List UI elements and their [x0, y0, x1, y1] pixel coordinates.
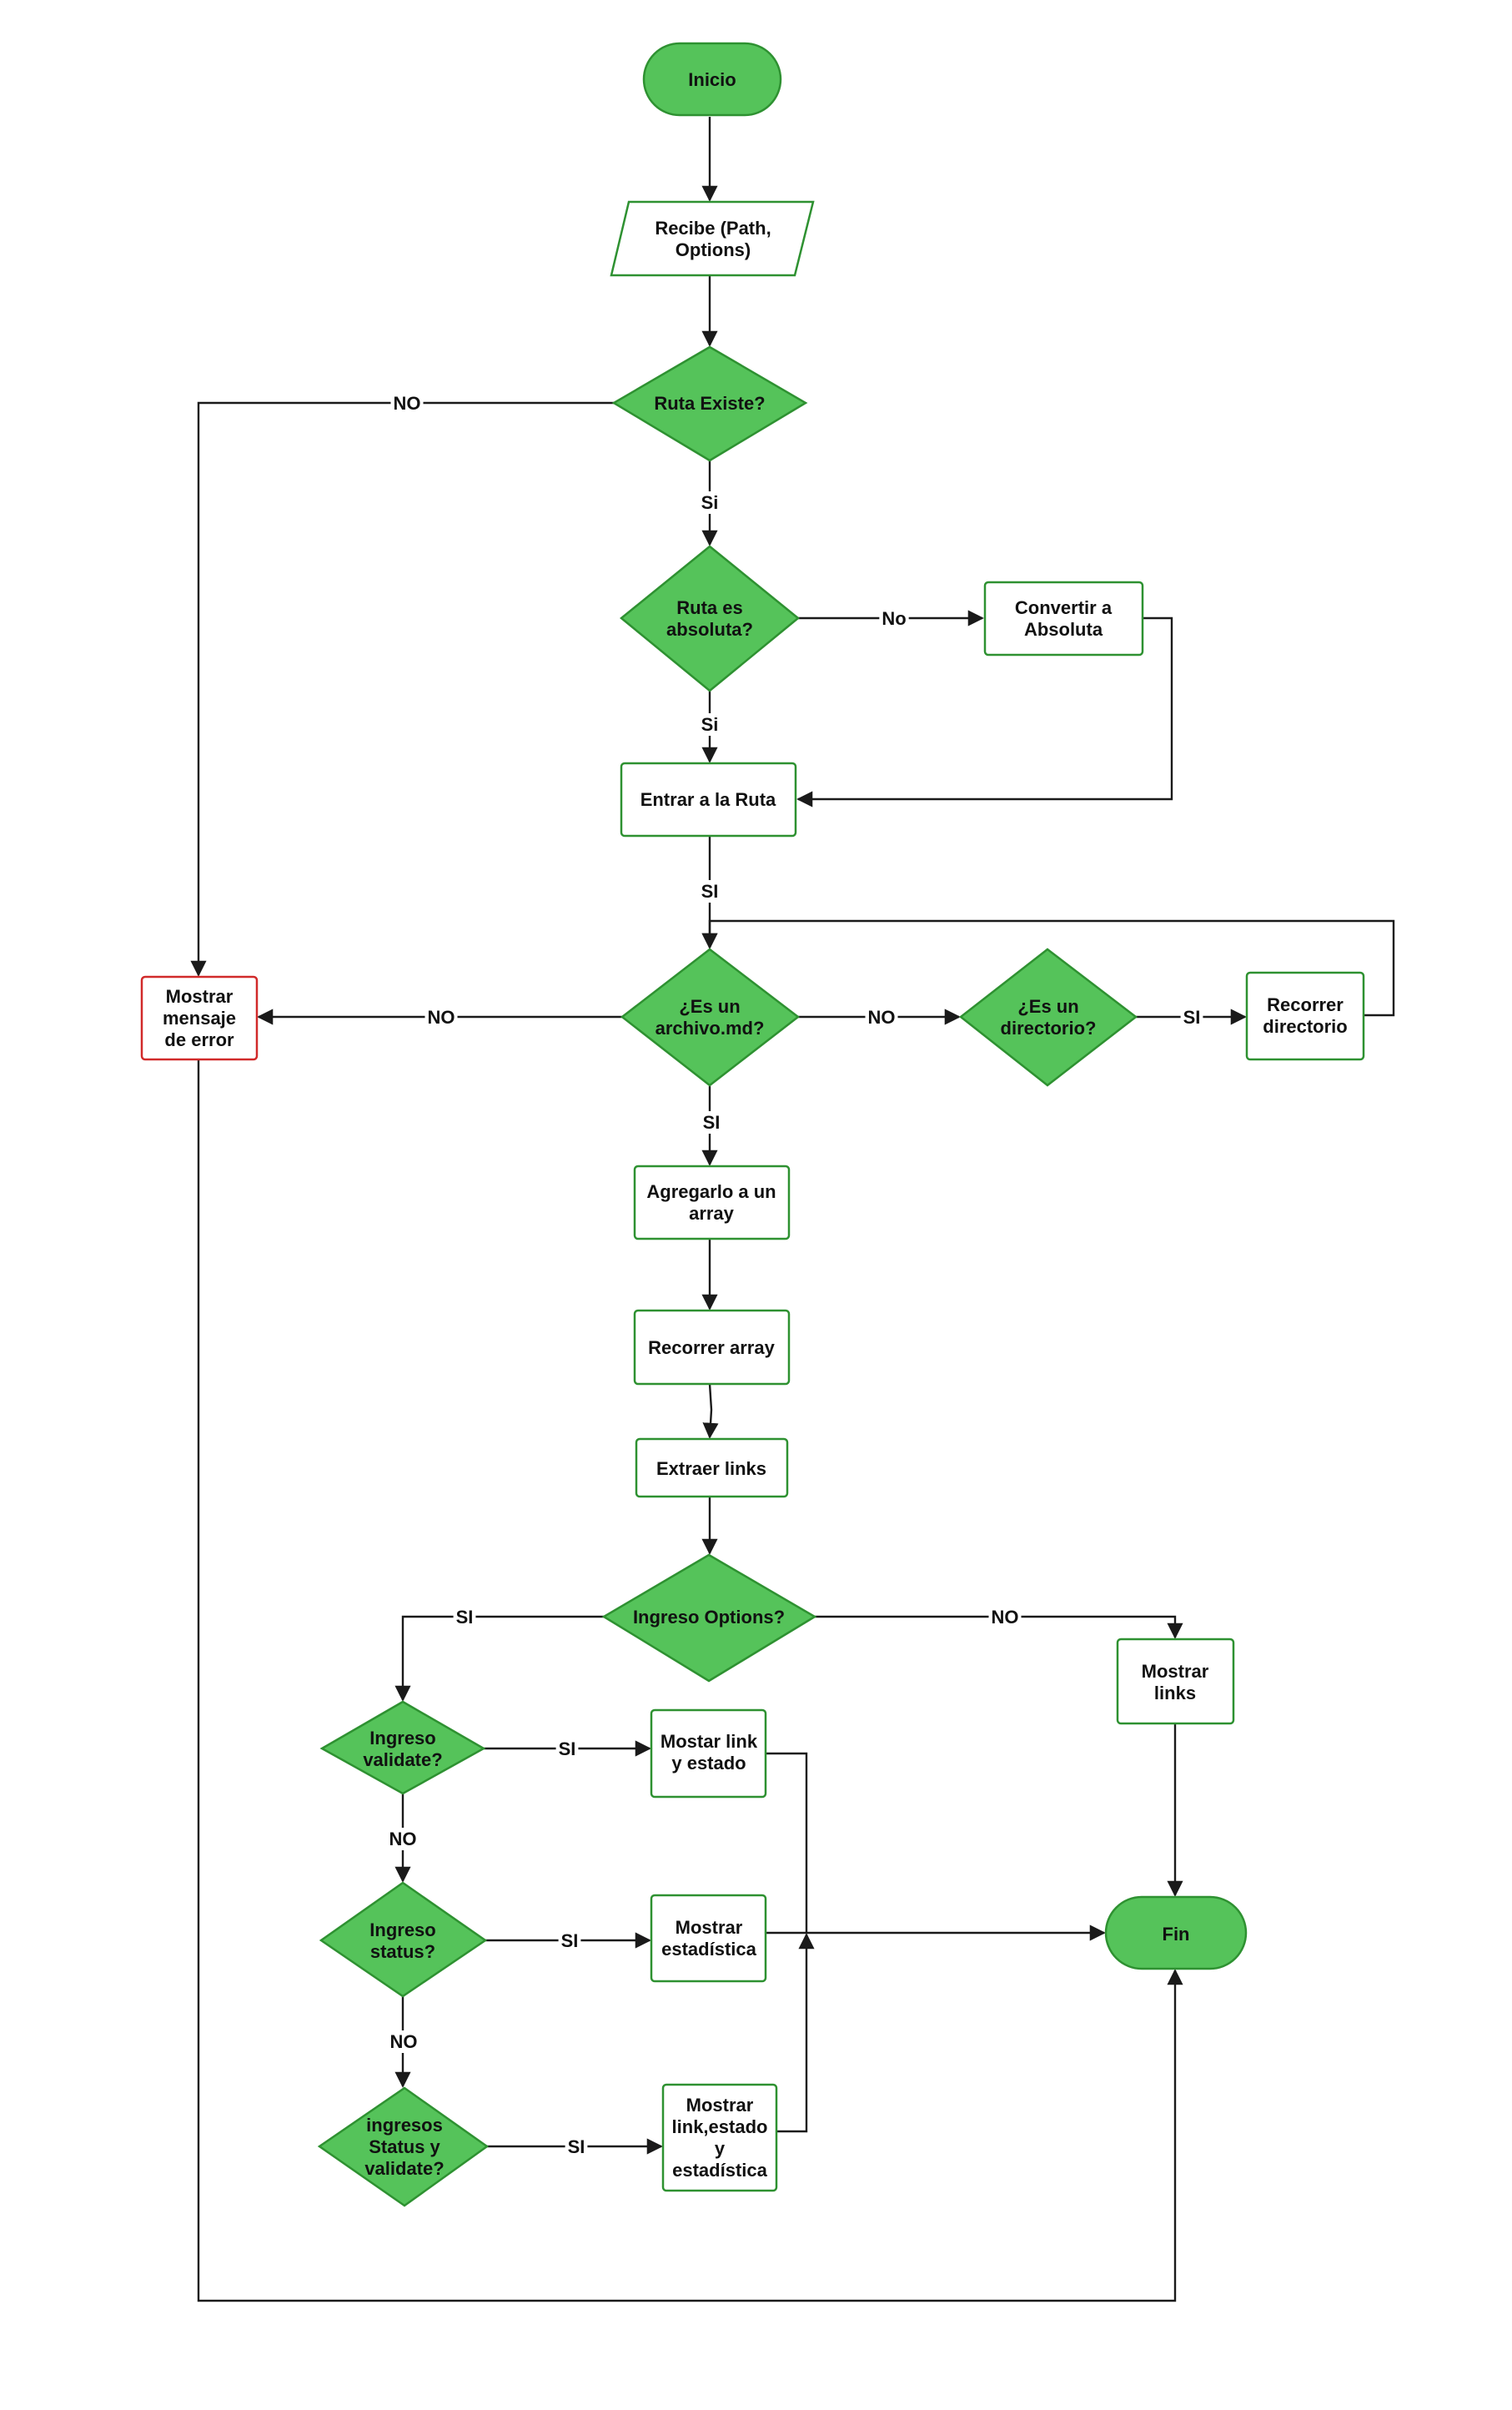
input-parallelogram-label: Recibe (Path,Options) [655, 218, 771, 260]
edge-label-validate-no: NO [389, 1829, 417, 1849]
process-mostar-link-estado-shape [650, 1708, 767, 1799]
edge-label-ruta-existe-no: NO [394, 393, 421, 414]
process-recorrer-directorio-shape [1245, 971, 1365, 1061]
edge-recorrer-array-extraer [702, 1383, 719, 1439]
input-parallelogram-shape [610, 200, 815, 277]
end-terminal-shape [1104, 1895, 1248, 1970]
nodes: Inicio Recibe (Path,Options) Ruta Existe… [140, 42, 1365, 2207]
process-recorrer-array-shape [633, 1309, 791, 1386]
edge-label-ambos-si: SI [568, 2136, 585, 2157]
decision-ingreso-options-shape [601, 1553, 817, 1683]
process-mostrar-todo-shape [661, 2083, 778, 2192]
edge-label-absoluta-no: No [882, 608, 906, 629]
edge-recorrer-dir-loop [701, 919, 1395, 1017]
edge-options-si-validate [394, 1615, 604, 1702]
edge-label-options-no: NO [992, 1607, 1019, 1628]
end-terminal-label: Fin [1163, 1924, 1190, 1945]
end-terminal: Fin [1104, 1895, 1248, 1970]
process-extraer-links: Extraer links [635, 1437, 789, 1498]
start-terminal-label: Inicio [688, 69, 736, 90]
edge-label-status-si: SI [561, 1930, 579, 1951]
edge-convertir-entrar [796, 616, 1173, 808]
process-recorrer-array: Recorrer array [633, 1309, 791, 1386]
edge-ruta-existe-no-error [190, 401, 614, 977]
input-parallelogram: Recibe (Path,Options) [610, 200, 815, 277]
edge-label-ruta-existe-si: Si [701, 492, 719, 513]
process-entrar: Entrar a la Ruta [620, 762, 797, 838]
process-extraer-links-label: Extraer links [656, 1458, 766, 1479]
decision-ruta-existe-label: Ruta Existe? [654, 393, 765, 414]
process-entrar-shape [620, 762, 797, 838]
edge-label-validate-si: SI [559, 1738, 576, 1759]
process-extraer-links-shape [635, 1437, 789, 1498]
decision-ruta-existe: Ruta Existe? [611, 345, 808, 462]
edge-mostrar-todo-merge [776, 1933, 815, 2133]
decision-ingreso-options: Ingreso Options? [601, 1553, 817, 1683]
edge-label-entrar-si: SI [701, 881, 719, 902]
process-mostrar-error-shape [140, 975, 259, 1061]
process-mostrar-estadistica-shape [650, 1894, 767, 1983]
process-agregar-array-shape [633, 1165, 791, 1240]
edge-label-absoluta-si: Si [701, 714, 719, 735]
edge-options-no-mostrar-links [815, 1615, 1183, 1639]
process-recorrer-array-label: Recorrer array [648, 1337, 775, 1358]
process-entrar-label: Entrar a la Ruta [640, 789, 776, 810]
decision-ruta-existe-shape [611, 345, 808, 462]
edge-error-fin [197, 1059, 1183, 2302]
decision-ruta-absoluta-shape [620, 545, 800, 692]
edge-label-status-no: NO [390, 2031, 418, 2052]
process-convertir-shape [983, 581, 1144, 657]
decision-es-directorio-shape [958, 948, 1138, 1087]
edge-label-dir-si: SI [1183, 1007, 1201, 1028]
decision-es-archivo-shape [620, 948, 801, 1087]
process-mostrar-links-shape [1116, 1638, 1235, 1725]
decision-ingreso-options-label: Ingreso Options? [633, 1607, 785, 1628]
edge-labels: NO Si No Si SI NO NO SI SI SI NO SI NO S… [386, 392, 1203, 2158]
edge-label-archivo-si: SI [703, 1112, 721, 1133]
edge-label-archivo-no-dir: NO [868, 1007, 896, 1028]
edge-label-archivo-no-error: NO [428, 1007, 455, 1028]
decision-ingreso-status-shape [319, 1881, 488, 1998]
decision-ingresos-status-validate-shape [317, 2086, 490, 2207]
edge-label-options-si: SI [456, 1607, 474, 1628]
decision-ingreso-validate-shape [319, 1700, 486, 1795]
start-terminal: Inicio [642, 42, 782, 117]
edge-mostar-link-merge [766, 1752, 808, 1933]
start-terminal-shape [642, 42, 782, 117]
